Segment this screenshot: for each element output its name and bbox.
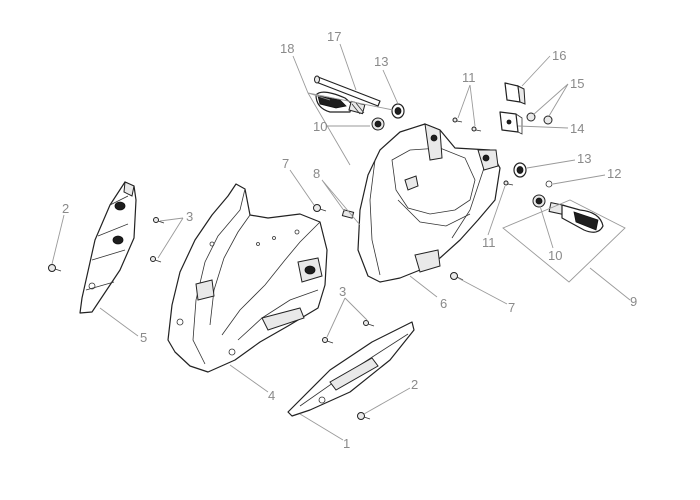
screw-2-left bbox=[48, 264, 62, 272]
callout-10-left: 10 bbox=[313, 119, 327, 134]
screw-2-bottom bbox=[357, 412, 371, 420]
callout-7-left: 7 bbox=[282, 156, 289, 171]
callout-2-left: 2 bbox=[62, 201, 69, 216]
callout-5: 5 bbox=[140, 330, 147, 345]
callout-14: 14 bbox=[570, 121, 584, 136]
callout-11-lower: 11 bbox=[482, 235, 496, 250]
callout-13-left: 13 bbox=[374, 54, 388, 69]
screw-3-upper bbox=[153, 217, 165, 224]
screw-7-left bbox=[313, 204, 327, 212]
part-18-left-turn-signal bbox=[315, 91, 366, 115]
part-6-headlight bbox=[357, 123, 501, 283]
part-12-washer bbox=[545, 180, 553, 188]
screw-3-mid-b bbox=[322, 337, 334, 344]
part-10-nut-left bbox=[371, 117, 385, 131]
part-9-right-turn-signal bbox=[548, 202, 604, 233]
part-14-clip bbox=[499, 111, 523, 135]
screw-11-b bbox=[471, 126, 482, 132]
part-4-front-fairing bbox=[167, 183, 328, 373]
part-16-bracket bbox=[504, 82, 526, 105]
fasteners bbox=[48, 117, 514, 420]
part-15-nuts bbox=[526, 112, 553, 125]
screw-3-lower bbox=[150, 256, 162, 263]
callout-17: 17 bbox=[327, 29, 341, 44]
part-5-side-panel bbox=[79, 181, 137, 314]
screw-11-c bbox=[503, 180, 514, 186]
callout-6: 6 bbox=[440, 296, 447, 311]
callout-4: 4 bbox=[268, 388, 275, 403]
screw-7-right bbox=[450, 272, 464, 281]
callout-1: 1 bbox=[343, 436, 350, 451]
callout-7-right: 7 bbox=[508, 300, 515, 315]
part-13-grommet-left bbox=[391, 103, 405, 119]
callout-9: 9 bbox=[630, 294, 637, 309]
callout-2-bottom: 2 bbox=[411, 377, 418, 392]
callout-16: 16 bbox=[552, 48, 566, 63]
part-17-rod bbox=[314, 75, 381, 107]
callout-10-right: 10 bbox=[548, 248, 562, 263]
part-13-grommet-right bbox=[513, 162, 527, 178]
callout-15: 15 bbox=[570, 76, 584, 91]
leader-lines bbox=[51, 43, 631, 441]
callout-13-right: 13 bbox=[577, 151, 591, 166]
callout-18: 18 bbox=[280, 41, 294, 56]
screw-3-mid-a bbox=[363, 320, 375, 327]
callout-3-mid: 3 bbox=[339, 284, 346, 299]
part-1-lower-trim bbox=[287, 321, 415, 417]
part-10-nut-right bbox=[532, 194, 546, 208]
callout-8: 8 bbox=[313, 166, 320, 181]
callout-11-top: 11 bbox=[462, 70, 476, 85]
callout-3-upper: 3 bbox=[186, 209, 193, 224]
callout-12: 12 bbox=[607, 166, 621, 181]
callout-labels: 18 17 13 10 11 16 15 14 13 12 11 10 9 7 … bbox=[62, 29, 637, 451]
screw-11-a bbox=[452, 117, 463, 123]
